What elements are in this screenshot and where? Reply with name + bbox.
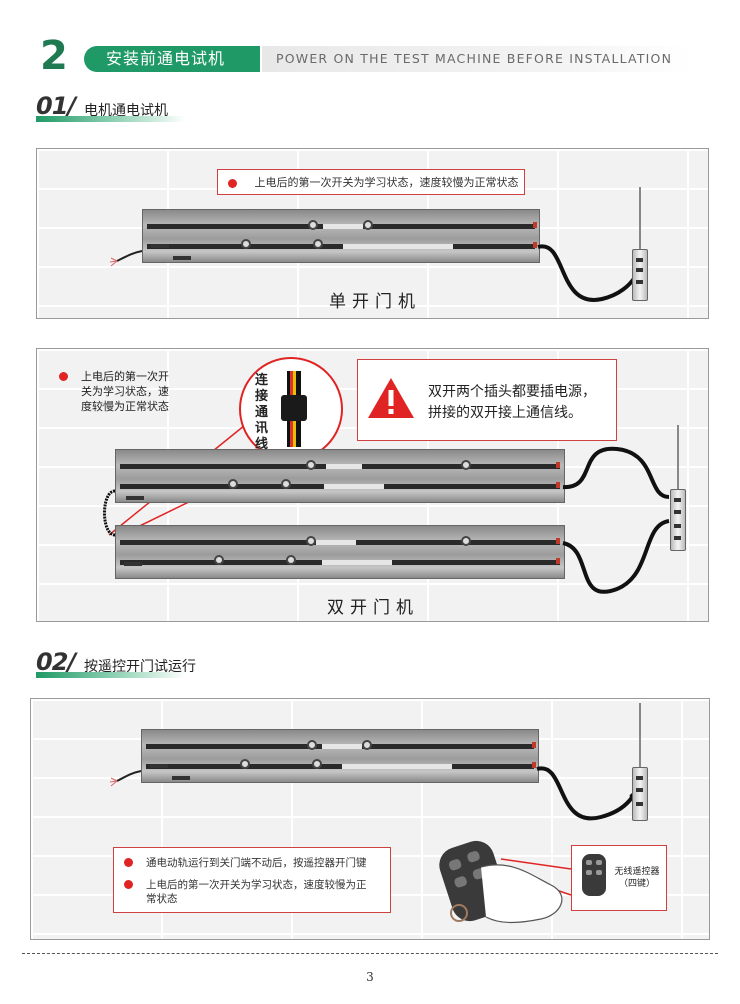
remote-test-panel: 通电动轨运行到关门端不动后，按遥控器开门键 上电后的第一次开关为学习状态，速度较… <box>30 698 710 940</box>
remote-label: 无线遥控器（四键） <box>614 867 660 889</box>
section-title-en: POWER ON THE TEST MACHINE BEFORE INSTALL… <box>262 46 692 72</box>
single-door-caption: 单开门机 <box>329 292 421 312</box>
power-cables <box>103 446 670 594</box>
warning-box: 双开两个插头都要插电源，拼接的双开接上通信线。 <box>357 359 617 441</box>
connector-label: 连接通讯线 <box>255 373 269 452</box>
remote-icon <box>582 854 606 896</box>
remote-callout: 无线遥控器（四键） <box>571 845 667 911</box>
learning-note-text: 上电后的第一次开关为学习状态，速度较慢为正常状态 <box>254 176 519 189</box>
page-number: 3 <box>366 970 374 984</box>
controller-box <box>632 767 648 821</box>
door-track-left <box>115 449 565 503</box>
warning-text: 双开两个插头都要插电源，拼接的双开接上通信线。 <box>428 384 596 421</box>
subheading-underline <box>36 672 186 678</box>
controller-antenna <box>677 425 679 493</box>
note-item: 上电后的第一次开关为学习状态，速度较慢为正常状态 <box>124 878 376 906</box>
note-text: 上电后的第一次开关为学习状态，速度较慢为正常状态 <box>146 879 367 905</box>
connector-plug <box>281 395 307 421</box>
section-title: 安装前通电试机 <box>84 46 260 72</box>
footer-divider <box>22 953 718 954</box>
double-door-caption: 双开门机 <box>327 598 419 618</box>
bullet-dot-icon <box>124 858 133 867</box>
subheading-01: 01/ 电机通电试机 <box>36 92 336 122</box>
learning-note-text: 上电后的第一次开关为学习状态，速度较慢为正常状态 <box>81 370 169 413</box>
controller-antenna <box>639 703 641 769</box>
controller-antenna <box>639 187 641 251</box>
subheading-title: 按遥控开门试运行 <box>84 659 196 675</box>
bullet-dot-icon <box>59 372 68 381</box>
learning-note: 上电后的第一次开关为学习状态，速度较慢为正常状态 <box>59 369 179 414</box>
double-door-panel: 上电后的第一次开关为学习状态，速度较慢为正常状态 连接通讯线 双开两个插头都要插… <box>36 348 709 622</box>
bullet-dot-icon <box>124 880 133 889</box>
subheading-02: 02/ 按遥控开门试运行 <box>36 648 336 678</box>
learning-note: 上电后的第一次开关为学习状态，速度较慢为正常状态 <box>217 169 525 195</box>
hand-outline <box>450 864 563 924</box>
subheading-number: 02/ <box>36 648 76 676</box>
door-track <box>141 729 539 783</box>
door-track-right <box>115 525 565 579</box>
bullet-dot-icon <box>228 178 237 188</box>
warning-triangle-icon <box>368 378 414 418</box>
door-track <box>142 209 540 263</box>
note-text: 通电动轨运行到关门端不动后，按遥控器开门键 <box>146 857 367 869</box>
note-item: 通电动轨运行到关门端不动后，按遥控器开门键 <box>124 856 386 870</box>
section-number: 2 <box>40 33 68 79</box>
controller-box <box>670 489 686 551</box>
subheading-title: 电机通电试机 <box>84 103 168 119</box>
controller-box <box>632 249 648 301</box>
single-door-panel: 上电后的第一次开关为学习状态，速度较慢为正常状态 单开门机 <box>36 148 709 319</box>
subheading-underline <box>36 116 186 122</box>
subheading-number: 01/ <box>36 92 76 120</box>
operation-notes: 通电动轨运行到关门端不动后，按遥控器开门键 上电后的第一次开关为学习状态，速度较… <box>113 847 391 913</box>
